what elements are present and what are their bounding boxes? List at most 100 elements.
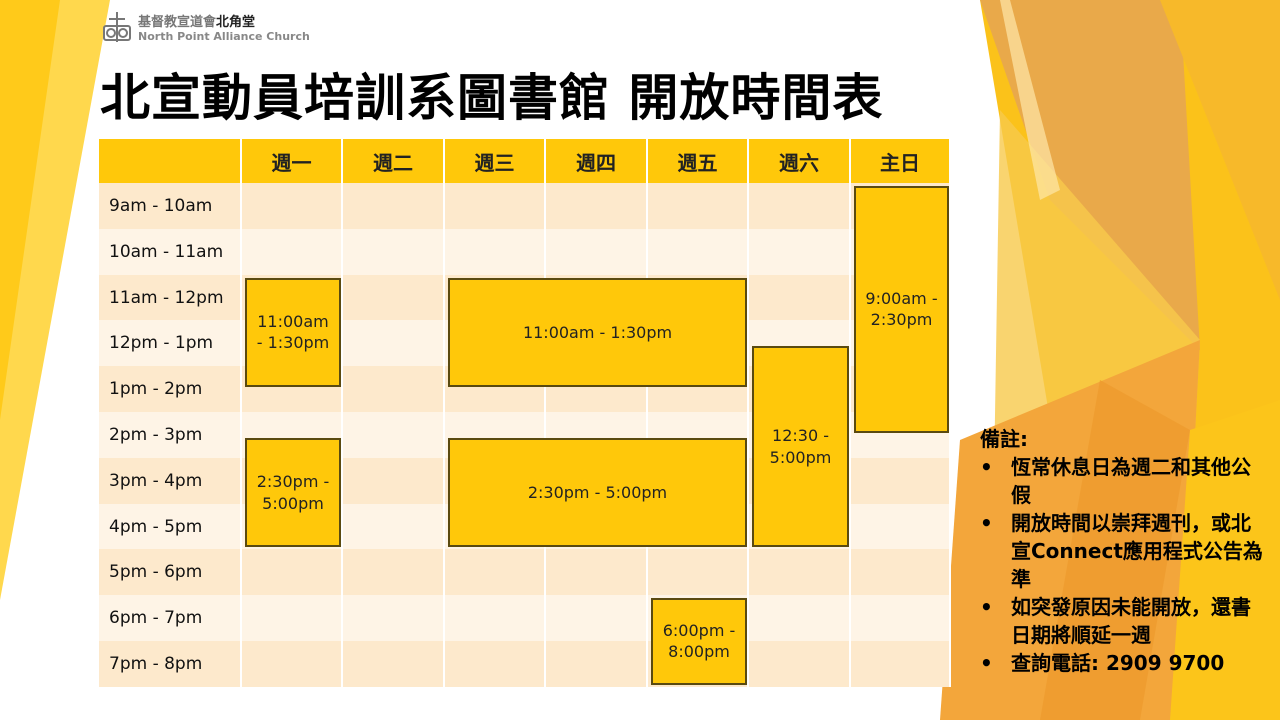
time-slot-label: 3pm - 4pm xyxy=(109,470,203,491)
table-cell xyxy=(851,320,951,367)
table-cell xyxy=(99,366,242,412)
table-cell xyxy=(851,641,951,687)
table-cell xyxy=(851,549,951,596)
table-cell xyxy=(749,228,851,275)
day-header: 主日 xyxy=(851,139,951,183)
table-cell xyxy=(648,595,749,641)
cross-logo-icon xyxy=(100,10,134,44)
table-cell xyxy=(343,366,445,412)
table-cell xyxy=(343,549,445,596)
logo-name-zh: 基督教宣道會 xyxy=(138,15,217,30)
table-cell xyxy=(648,503,749,550)
table-cell xyxy=(851,366,951,412)
table-cell xyxy=(99,641,242,687)
note-item: 開放時間以崇拜週刊，或北宣Connect應用程式公告為準 xyxy=(980,509,1270,593)
table-cell xyxy=(648,183,749,229)
table-cell xyxy=(99,228,242,275)
table-row: 10am - 11am xyxy=(99,228,951,275)
open-hours-block: 9:00am - 2:30pm xyxy=(854,186,949,433)
day-header: 週五 xyxy=(648,139,749,183)
table-cell xyxy=(648,228,749,275)
table-cell xyxy=(99,274,242,321)
table-cell xyxy=(99,503,242,550)
page-title: 北宣動員培訓系圖書館 開放時間表 xyxy=(100,69,884,127)
day-header: 週四 xyxy=(546,139,648,183)
table-cell xyxy=(242,366,343,412)
table-cell xyxy=(546,228,648,275)
table-cell xyxy=(749,412,851,458)
day-header: 週六 xyxy=(749,139,851,183)
table-cell xyxy=(546,549,648,596)
table-cell xyxy=(851,228,951,275)
table-cell xyxy=(242,183,343,229)
table-cell xyxy=(749,457,851,504)
table-cell xyxy=(749,366,851,412)
table-cell xyxy=(343,228,445,275)
time-slot-label: 4pm - 5pm xyxy=(109,516,203,537)
table-cell xyxy=(851,412,951,458)
time-slot-label: 5pm - 6pm xyxy=(109,562,203,583)
table-cell xyxy=(445,228,546,275)
table-cell xyxy=(851,595,951,641)
church-logo: 基督教宣道會北角堂 North Point Alliance Church xyxy=(100,10,310,44)
time-slot-label: 6pm - 7pm xyxy=(109,608,203,629)
table-cell xyxy=(648,366,749,412)
day-header: 週一 xyxy=(242,139,343,183)
table-cell xyxy=(343,320,445,367)
table-cell xyxy=(648,549,749,596)
day-header: 週二 xyxy=(343,139,445,183)
table-cell xyxy=(99,549,242,596)
table-cell xyxy=(648,320,749,367)
table-cell xyxy=(99,595,242,641)
table-cell xyxy=(749,595,851,641)
note-item-phone: 查詢電話: 2909 9700 xyxy=(980,649,1270,677)
table-cell xyxy=(648,412,749,458)
table-cell xyxy=(242,320,343,367)
open-hours-block: 12:30 - 5:00pm xyxy=(752,346,849,548)
notes-heading: 備註: xyxy=(980,427,1028,451)
open-hours-block: 6:00pm - 8:00pm xyxy=(651,598,747,685)
table-cell xyxy=(546,412,648,458)
table-row: 7pm - 8pm xyxy=(99,641,951,687)
table-cell xyxy=(99,320,242,367)
table-cell xyxy=(546,183,648,229)
time-slot-label: 10am - 11am xyxy=(109,241,224,262)
table-cell xyxy=(445,366,546,412)
time-slot-label: 9am - 10am xyxy=(109,196,213,216)
open-hours-block: 11:00am - 1:30pm xyxy=(448,277,747,388)
table-cell xyxy=(749,183,851,229)
table-cell xyxy=(242,595,343,641)
table-cell xyxy=(851,274,951,321)
table-row: 5pm - 6pm xyxy=(99,549,951,596)
table-row: 6pm - 7pm xyxy=(99,595,951,641)
table-cell xyxy=(546,366,648,412)
table-cell xyxy=(749,641,851,687)
table-cell xyxy=(648,641,749,687)
notes-panel: 備註: 恆常休息日為週二和其他公假 開放時間以崇拜週刊，或北宣Connect應用… xyxy=(980,425,1270,677)
table-cell xyxy=(546,595,648,641)
table-cell xyxy=(99,457,242,504)
note-item: 如突發原因未能開放，還書日期將順延一週 xyxy=(980,593,1270,649)
table-cell xyxy=(343,183,445,229)
table-cell xyxy=(343,503,445,550)
table-cell xyxy=(242,274,343,321)
table-cell xyxy=(749,549,851,596)
table-cell xyxy=(242,549,343,596)
table-cell xyxy=(445,595,546,641)
table-cell xyxy=(749,320,851,367)
logo-name-zh-branch: 北角堂 xyxy=(216,15,256,30)
table-cell xyxy=(851,183,951,229)
table-cell xyxy=(343,274,445,321)
table-row: 9am - 10am xyxy=(99,183,951,229)
table-cell xyxy=(99,412,242,458)
table-cell xyxy=(242,412,343,458)
open-hours-block: 2:30pm - 5:00pm xyxy=(245,437,341,548)
open-hours-block: 11:00am - 1:30pm xyxy=(245,277,341,388)
table-cell xyxy=(343,412,445,458)
table-cell xyxy=(242,457,343,504)
table-cell xyxy=(445,641,546,687)
time-slot-label: 7pm - 8pm xyxy=(109,654,203,674)
time-slot-label: 1pm - 2pm xyxy=(109,379,203,400)
table-cell xyxy=(749,274,851,321)
